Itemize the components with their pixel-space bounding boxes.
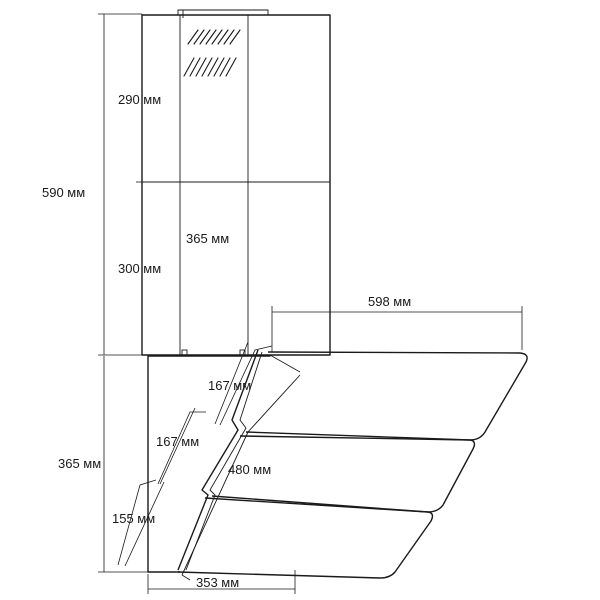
hood-inner-profile [185, 351, 263, 571]
hood-back-plate [147, 355, 271, 573]
label-panel-top-depth: 167 мм [208, 378, 251, 393]
label-panel-middle-depth: 167 мм [156, 434, 199, 449]
label-chimney-width: 365 мм [186, 231, 229, 246]
chimney-inner-duct [179, 14, 249, 356]
label-hood-body-height: 365 мм [58, 456, 101, 471]
dimension-lines [98, 13, 523, 594]
mounting-bracket [177, 9, 269, 15]
label-upper-chimney-height: 290 мм [118, 92, 161, 107]
chimney-outer-sleeve [141, 14, 331, 356]
glass-panel-bottom [177, 495, 434, 579]
label-panel-bottom-depth: 155 мм [112, 511, 155, 526]
hood-front-profile [177, 349, 259, 571]
chimney [141, 9, 331, 356]
label-panel-diagonal-length: 480 мм [228, 462, 271, 477]
label-lower-chimney-height: 300 мм [118, 261, 161, 276]
ventilation-grille-icon [183, 29, 241, 77]
front-edge-lower [181, 431, 249, 576]
glass-panel-middle [204, 431, 476, 513]
label-total-chimney-height: 590 мм [42, 185, 85, 200]
hood-body [147, 349, 528, 579]
glass-panel-top [239, 351, 528, 441]
front-edge-upper [247, 374, 301, 433]
label-base-depth: 353 мм [196, 575, 239, 590]
dimension-labels: 290 мм 590 мм 365 мм 300 мм 598 мм 167 м… [42, 92, 411, 590]
label-hood-width: 598 мм [368, 294, 411, 309]
